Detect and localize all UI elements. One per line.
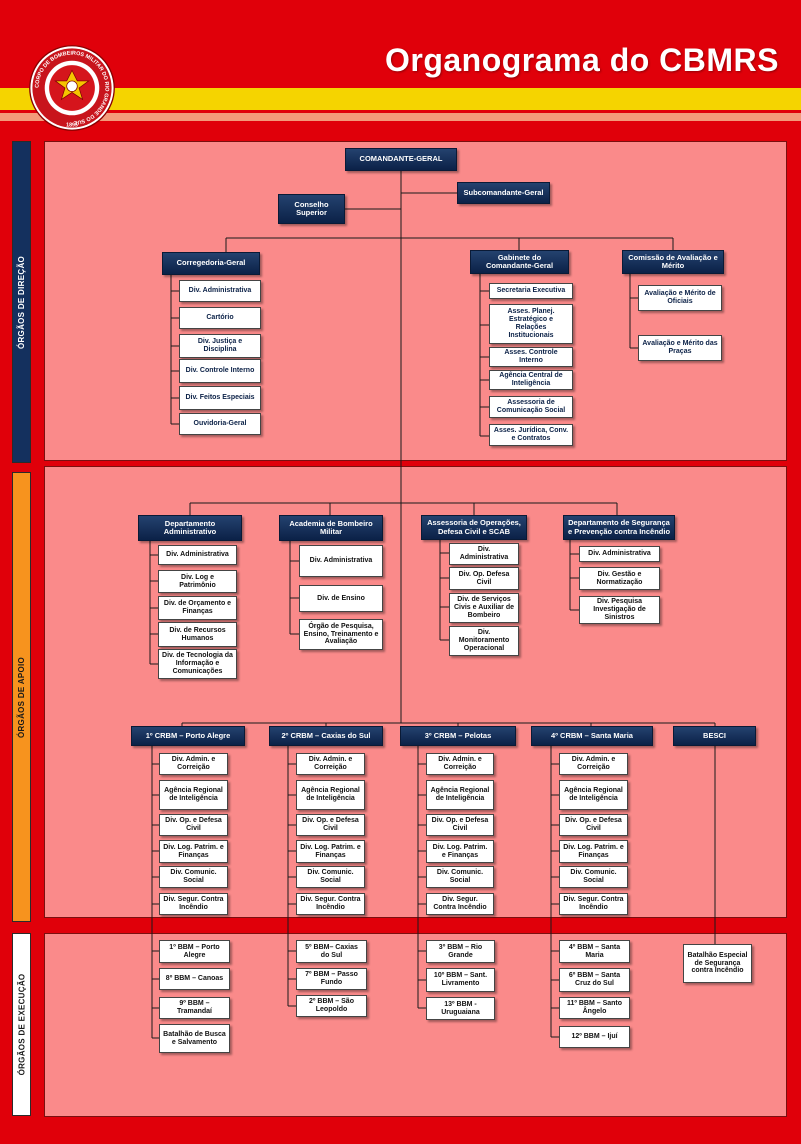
bbm-9-tramandai[interactable]: 9º BBM – Tramandaí bbox=[159, 997, 230, 1019]
crbm-4-santa-maria-box[interactable]: 4º CRBM – Santa Maria bbox=[531, 726, 653, 746]
comissao-merito-pracas[interactable]: Avaliação e Mérito das Praças bbox=[638, 335, 722, 361]
crbm-2-agencia-regional-inteligencia[interactable]: Agência Regional de Inteligência bbox=[296, 780, 365, 810]
crbm-4-div-comunic-social[interactable]: Div. Comunic. Social bbox=[559, 866, 628, 888]
bbm-4-santa-maria[interactable]: 4º BBM – Santa Maria bbox=[559, 940, 630, 963]
dept-adm-div-orcamento-financas[interactable]: Div. de Orçamento e Finanças bbox=[158, 596, 237, 620]
batalhao-busca-salvamento[interactable]: Batalhão de Busca e Salvamento bbox=[159, 1024, 230, 1053]
crbm-4-div-admin-correicao[interactable]: Div. Admin. e Correição bbox=[559, 753, 628, 775]
header-yellow-band bbox=[0, 88, 801, 110]
crbm-2-div-op-defesa-civil[interactable]: Div. Op. e Defesa Civil bbox=[296, 814, 365, 836]
page-title: Organograma do CBMRS bbox=[384, 42, 779, 78]
dept-seg-div-gestao-normatizacao[interactable]: Div. Gestão e Normatização bbox=[579, 567, 660, 590]
crbm-2-div-comunic-social[interactable]: Div. Comunic. Social bbox=[296, 866, 365, 888]
crbm-1-agencia-regional-inteligencia[interactable]: Agência Regional de Inteligência bbox=[159, 780, 228, 810]
assessoria-op-div-administrativa[interactable]: Div. Administrativa bbox=[449, 543, 519, 565]
besci-box[interactable]: BESCI bbox=[673, 726, 756, 746]
comandante-geral-box[interactable]: COMANDANTE-GERAL bbox=[345, 148, 457, 171]
crbm-2-div-admin-correicao[interactable]: Div. Admin. e Correição bbox=[296, 753, 365, 775]
dept-seg-div-pesquisa-investigacao[interactable]: Div. Pesquisa Investigação de Sinistros bbox=[579, 596, 660, 624]
academia-div-administrativa[interactable]: Div. Administrativa bbox=[299, 545, 383, 577]
bbm-10-sant-livramento[interactable]: 10º BBM – Sant. Livramento bbox=[426, 968, 495, 992]
bbm-7-passo-fundo[interactable]: 7º BBM – Passo Fundo bbox=[296, 968, 367, 990]
crbm-3-div-comunic-social[interactable]: Div. Comunic. Social bbox=[426, 866, 494, 888]
batalhao-especial-seguranca-incendio[interactable]: Batalhão Especial de Segurança contra In… bbox=[683, 944, 752, 983]
corregedoria-div-administrativa[interactable]: Div. Administrativa bbox=[179, 280, 261, 302]
bbm-8-canoas[interactable]: 8º BBM – Canoas bbox=[159, 968, 230, 990]
header-accent-line bbox=[0, 113, 801, 121]
gabinete-comandante-box[interactable]: Gabinete do Comandante-Geral bbox=[470, 250, 569, 274]
crbm-4-agencia-regional-inteligencia[interactable]: Agência Regional de Inteligência bbox=[559, 780, 628, 810]
bbm-6-santa-cruz-do-sul[interactable]: 6º BBM – Santa Cruz do Sul bbox=[559, 968, 630, 992]
crbm-3-div-op-defesa-civil[interactable]: Div. Op. e Defesa Civil bbox=[426, 814, 494, 836]
crbm-4-div-segur-contra-incendio[interactable]: Div. Segur. Contra Incêndio bbox=[559, 893, 628, 915]
assessoria-op-div-monitoramento[interactable]: Div. Monitoramento Operacional bbox=[449, 626, 519, 656]
dept-seg-div-administrativa[interactable]: Div. Administrativa bbox=[579, 546, 660, 562]
assessoria-op-div-servicos-civis[interactable]: Div. de Serviços Civis e Auxiliar de Bom… bbox=[449, 593, 519, 623]
academia-orgao-pesquisa[interactable]: Órgão de Pesquisa, Ensino, Treinamento e… bbox=[299, 619, 383, 650]
gabinete-asses-controle-interno[interactable]: Asses. Controle Interno bbox=[489, 347, 573, 367]
crbm-1-div-segur-contra-incendio[interactable]: Div. Segur. Contra Incêndio bbox=[159, 893, 228, 915]
bbm-13-uruguaiana[interactable]: 13º BBM - Uruguaiana bbox=[426, 997, 495, 1020]
crbm-1-div-comunic-social[interactable]: Div. Comunic. Social bbox=[159, 866, 228, 888]
gabinete-agencia-central-inteligencia[interactable]: Agência Central de Inteligência bbox=[489, 370, 573, 390]
crbm-3-div-segur-contra-incendio[interactable]: Div. Segur. Contra Incêndio bbox=[426, 893, 494, 915]
subcomandante-geral-box[interactable]: Subcomandante-Geral bbox=[457, 182, 550, 204]
departamento-seguranca-prevencao-box[interactable]: Departamento de Segurança e Prevenção co… bbox=[563, 515, 675, 540]
crbm-1-div-log-patrim-financas[interactable]: Div. Log. Patrim. e Finanças bbox=[159, 840, 228, 863]
crbm-3-div-admin-correicao[interactable]: Div. Admin. e Correição bbox=[426, 753, 494, 775]
bbm-1-porto-alegre[interactable]: 1º BBM – Porto Alegre bbox=[159, 940, 230, 963]
corregedoria-div-feitos-especiais[interactable]: Div. Feitos Especiais bbox=[179, 386, 261, 410]
bbm-2-sao-leopoldo[interactable]: 2º BBM – São Leopoldo bbox=[296, 995, 367, 1017]
comissao-avaliacao-merito-box[interactable]: Comissão de Avaliação e Mérito bbox=[622, 250, 724, 274]
bbm-12-ijui[interactable]: 12º BBM – Ijuí bbox=[559, 1026, 630, 1048]
dept-adm-div-recursos-humanos[interactable]: Div. de Recursos Humanos bbox=[158, 622, 237, 647]
gabinete-asses-planej-estrategico[interactable]: Asses. Planej. Estratégico e Relações In… bbox=[489, 304, 573, 344]
crbm-3-pelotas-box[interactable]: 3º CRBM – Pelotas bbox=[400, 726, 516, 746]
corregedoria-div-justica-disciplina[interactable]: Div. Justiça e Disciplina bbox=[179, 334, 261, 358]
corregedoria-ouvidoria-geral[interactable]: Ouvidoria-Geral bbox=[179, 413, 261, 435]
assessoria-op-div-op-defesa-civil[interactable]: Div. Op. Defesa Civil bbox=[449, 567, 519, 590]
corregedoria-div-controle-interno[interactable]: Div. Controle Interno bbox=[179, 359, 261, 383]
academia-div-ensino[interactable]: Div. de Ensino bbox=[299, 585, 383, 612]
logo-year: 1895 bbox=[66, 123, 78, 129]
crbm-2-div-log-patrim-financas[interactable]: Div. Log. Patrim. e Finanças bbox=[296, 840, 365, 863]
crbm-2-caxias-do-sul-box[interactable]: 2º CRBM – Caxias do Sul bbox=[269, 726, 383, 746]
comissao-merito-oficiais[interactable]: Avaliação e Mérito de Oficiais bbox=[638, 285, 722, 311]
conselho-superior-box[interactable]: Conselho Superior bbox=[278, 194, 345, 224]
crbm-1-div-admin-correicao[interactable]: Div. Admin. e Correição bbox=[159, 753, 228, 775]
bbm-5-caxias-do-sul[interactable]: 5º BBM– Caxias do Sul bbox=[296, 940, 367, 963]
dept-adm-div-tecnologia-informacao[interactable]: Div. de Tecnologia da Informação e Comun… bbox=[158, 649, 237, 679]
corregedoria-cartorio[interactable]: Cartório bbox=[179, 307, 261, 329]
tab-orgaos-direcao: ÓRGÃOS DE DIREÇÃO bbox=[12, 141, 31, 463]
bbm-3-rio-grande[interactable]: 3º BBM – Rio Grande bbox=[426, 940, 495, 963]
crbm-3-agencia-regional-inteligencia[interactable]: Agência Regional de Inteligência bbox=[426, 780, 494, 810]
bbm-11-santo-angelo[interactable]: 11º BBM – Santo Ângelo bbox=[559, 997, 630, 1019]
gabinete-asses-juridica[interactable]: Asses. Jurídica, Conv. e Contratos bbox=[489, 424, 573, 446]
dept-adm-div-administrativa[interactable]: Div. Administrativa bbox=[158, 545, 237, 565]
academia-bombeiro-militar-box[interactable]: Academia de Bombeiro Militar bbox=[279, 515, 383, 541]
crbm-1-div-op-defesa-civil[interactable]: Div. Op. e Defesa Civil bbox=[159, 814, 228, 836]
dept-adm-div-log-patrimonio[interactable]: Div. Log e Patrimônio bbox=[158, 570, 237, 593]
crbm-4-div-log-patrim-financas[interactable]: Div. Log. Patrim. e Finanças bbox=[559, 840, 628, 863]
panel-orgaos-execucao bbox=[44, 933, 787, 1117]
departamento-administrativo-box[interactable]: Departamento Administrativo bbox=[138, 515, 242, 541]
gabinete-assessoria-comunicacao[interactable]: Assessoria de Comunicação Social bbox=[489, 396, 573, 418]
crbm-1-porto-alegre-box[interactable]: 1º CRBM – Porto Alegre bbox=[131, 726, 245, 746]
tab-orgaos-execucao: ÓRGÃOS DE EXECUÇÃO bbox=[12, 933, 31, 1116]
crbm-3-div-log-patrim-financas[interactable]: Div. Log. Patrim. e Finanças bbox=[426, 840, 494, 863]
corregedoria-geral-box[interactable]: Corregedoria-Geral bbox=[162, 252, 260, 275]
gabinete-secretaria-executiva[interactable]: Secretaria Executiva bbox=[489, 283, 573, 299]
cbmrs-logo: CORPO DE BOMBEIROS MILITAR DO RIO GRANDE… bbox=[29, 45, 115, 131]
tab-orgaos-apoio: ÓRGÃOS DE APOIO bbox=[12, 472, 31, 922]
crbm-4-div-op-defesa-civil[interactable]: Div. Op. e Defesa Civil bbox=[559, 814, 628, 836]
assessoria-operacoes-box[interactable]: Assessoria de Operações, Defesa Civil e … bbox=[421, 515, 527, 540]
crbm-2-div-segur-contra-incendio[interactable]: Div. Segur. Contra Incêndio bbox=[296, 893, 365, 915]
